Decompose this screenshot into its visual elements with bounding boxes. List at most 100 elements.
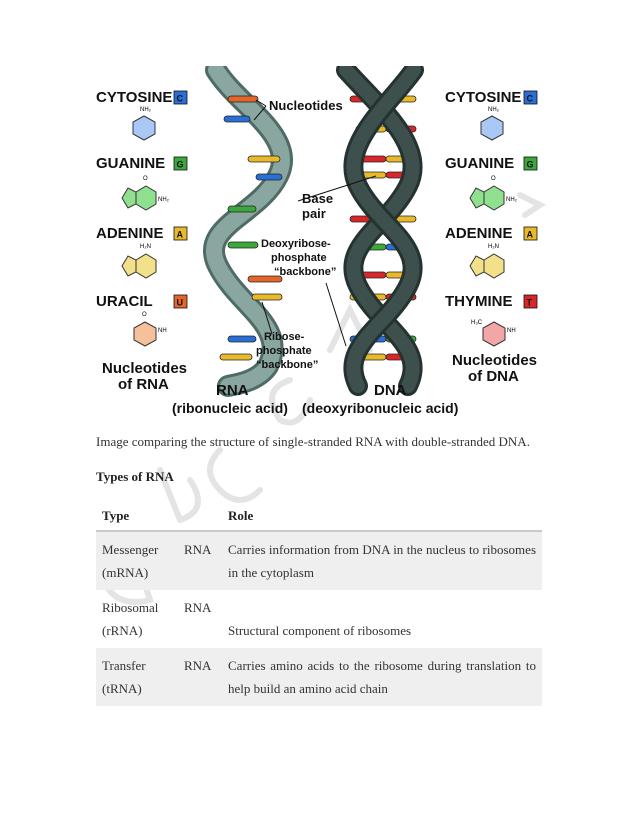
cytosine-label: CYTOSINE bbox=[96, 89, 172, 106]
dna-helix bbox=[336, 66, 424, 396]
guanine-molecule-icon bbox=[483, 185, 505, 211]
cytosine-swatch bbox=[173, 90, 188, 105]
base-adenine bbox=[219, 353, 253, 361]
type-line-1: Messenger bbox=[102, 542, 159, 557]
deoxy-annotation-2: phosphate bbox=[271, 252, 327, 264]
type-cell: Ribosomal(rRNA) bbox=[96, 590, 178, 648]
rna-nucleotides-column: CYTOSINE C NH₂ GUANINE G O NH₂ ADENINE A… bbox=[96, 89, 188, 393]
thymine-swatch bbox=[523, 294, 538, 309]
dna-label: DNA bbox=[374, 382, 407, 399]
type-cell: Messenger (mRNA) bbox=[96, 531, 178, 590]
dna-nucleotides-column: CYTOSINE C NH₂ GUANINE G O NH₂ ADENINE A… bbox=[445, 89, 538, 385]
uracil-molecule-icon bbox=[133, 321, 157, 347]
atom-label: NH bbox=[158, 328, 167, 334]
atom-label: NH₂ bbox=[488, 107, 500, 113]
guanine-swatch bbox=[523, 156, 538, 171]
rna-cell: RNA bbox=[178, 531, 222, 590]
cytosine-molecule-icon bbox=[480, 115, 504, 141]
atom-label: H₂N bbox=[488, 244, 499, 250]
rna-cell: RNA bbox=[184, 600, 212, 615]
cytosine-letter: C bbox=[527, 94, 534, 104]
base-uracil bbox=[227, 95, 259, 103]
adenine-molecule-icon bbox=[483, 253, 505, 279]
rna-label: RNA bbox=[216, 382, 249, 399]
rna-cell: RNA bbox=[178, 648, 222, 706]
base-guanine bbox=[227, 241, 259, 249]
base-cytosine bbox=[255, 173, 283, 181]
atom-label: NH₂ bbox=[506, 197, 518, 203]
uracil-left: URACIL U O NH bbox=[96, 293, 188, 347]
guanine-left: GUANINE G O NH₂ bbox=[96, 155, 188, 211]
dna-full-label: (deoxyribonucleic acid) bbox=[302, 400, 458, 416]
guanine-letter: G bbox=[177, 160, 184, 170]
cytosine-molecule-icon bbox=[132, 115, 156, 141]
adenine-molecule-icon bbox=[135, 253, 157, 279]
type-cell: Transfer (tRNA) bbox=[96, 648, 178, 706]
guanine-label: GUANINE bbox=[96, 155, 165, 172]
atom-label: NH bbox=[507, 328, 516, 334]
guanine-ring-icon bbox=[469, 187, 485, 209]
guanine-right: GUANINE G O NH₂ bbox=[445, 155, 538, 211]
cytosine-right: CYTOSINE C NH₂ bbox=[445, 89, 538, 141]
type-line-2: (rRNA) bbox=[102, 623, 143, 638]
thymine-letter: T bbox=[527, 298, 533, 308]
guanine-letter: G bbox=[527, 160, 534, 170]
deoxy-annotation-3: “backbone” bbox=[274, 266, 336, 278]
rna-types-table: Type Role Messenger(mRNA) RNA Carries in… bbox=[96, 503, 542, 706]
thymine-label: THYMINE bbox=[445, 293, 513, 310]
base-guanine bbox=[227, 205, 257, 213]
ribose-annotation-2: phosphate bbox=[256, 345, 312, 357]
atom-label: O bbox=[143, 176, 148, 182]
ribose-annotation-1: Ribose- bbox=[264, 331, 305, 343]
ribose-annotation-3: “backbone” bbox=[256, 359, 318, 371]
section-title: Types of RNA bbox=[96, 469, 174, 484]
atom-label: NH₂ bbox=[140, 107, 152, 113]
type-line-2: (mRNA) bbox=[102, 565, 149, 580]
table-row: Messenger(mRNA) RNA Carries information … bbox=[96, 531, 542, 590]
role-cell: Structural component of ribosomes bbox=[228, 623, 412, 638]
adenine-right: ADENINE A H₂N bbox=[445, 225, 538, 279]
base-cytosine bbox=[223, 115, 251, 123]
nucleotides-annotation: Nucleotides bbox=[269, 98, 343, 113]
base-pair-annotation-2: pair bbox=[302, 206, 326, 221]
adenine-letter: A bbox=[527, 230, 534, 240]
adenine-swatch bbox=[523, 226, 538, 241]
thymine-molecule-icon bbox=[482, 321, 506, 347]
uracil-swatch bbox=[173, 294, 188, 309]
rna-full-label: (ribonucleic acid) bbox=[172, 400, 288, 416]
figure-caption: Image comparing the structure of single-… bbox=[96, 434, 530, 449]
role-cell: Carries amino acids to the ribosome duri… bbox=[222, 648, 542, 706]
base-uracil bbox=[247, 275, 283, 283]
adenine-label: ADENINE bbox=[445, 225, 513, 242]
base-cytosine bbox=[227, 335, 257, 343]
base-adenine bbox=[247, 155, 281, 163]
pointer-lines bbox=[253, 99, 377, 347]
atom-label: O bbox=[142, 312, 147, 318]
adenine-ring-icon bbox=[121, 255, 137, 277]
adenine-swatch bbox=[173, 226, 188, 241]
thymine-right: THYMINE T H₃C NH bbox=[445, 293, 538, 347]
base-pair-annotation-1: Base bbox=[302, 191, 333, 206]
rna-nucleotides-footer-2: of RNA bbox=[118, 376, 169, 393]
cytosine-left: CYTOSINE C NH₂ bbox=[96, 89, 188, 141]
guanine-swatch bbox=[173, 156, 188, 171]
guanine-label: GUANINE bbox=[445, 155, 514, 172]
atom-label: NH₂ bbox=[158, 197, 170, 203]
adenine-left: ADENINE A H₂N bbox=[96, 225, 188, 279]
adenine-label: ADENINE bbox=[96, 225, 164, 242]
header-role: Role bbox=[222, 503, 542, 532]
rna-helix bbox=[203, 66, 293, 397]
header-type: Type bbox=[96, 503, 178, 532]
rna-nucleotides-footer-1: Nucleotides bbox=[102, 360, 187, 377]
header-spacer bbox=[178, 503, 222, 532]
type-line-2: (tRNA) bbox=[102, 681, 142, 696]
dna-nucleotides-footer-2: of DNA bbox=[468, 368, 519, 385]
type-line-1: Transfer bbox=[102, 658, 146, 673]
cytosine-swatch bbox=[523, 90, 538, 105]
table-row: Transfer (tRNA) RNA Carries amino acids t… bbox=[96, 648, 542, 706]
dna-nucleotides-footer-1: Nucleotides bbox=[452, 352, 537, 369]
deoxy-annotation-1: Deoxyribose- bbox=[261, 238, 331, 250]
cytosine-label: CYTOSINE bbox=[445, 89, 521, 106]
table-header-row: Type Role bbox=[96, 503, 542, 532]
rna-dna-figure: CYTOSINE C NH₂ GUANINE G O NH₂ ADENINE A… bbox=[96, 66, 538, 416]
